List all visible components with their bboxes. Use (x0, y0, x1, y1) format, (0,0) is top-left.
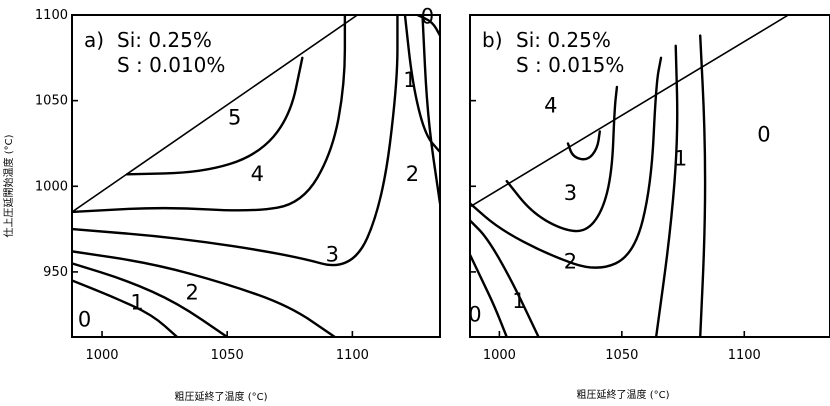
panel-a-contour-4 (72, 262, 229, 337)
panel-a-contour-6 (421, 15, 440, 205)
panel-a-contour-8 (416, 15, 440, 37)
panel-b-contour-4 (470, 253, 508, 337)
panel-a-y-tick-label-2: 1050 (35, 94, 68, 109)
panel-a-y-tick-label-3: 1100 (35, 8, 68, 23)
panel-b-contour-label-5: 1 (674, 147, 687, 171)
panel-b-contour-2 (470, 56, 663, 269)
panel-b-contour-5 (654, 44, 679, 337)
panel-a-contour-label-5: 0 (78, 308, 91, 332)
panel-b-contour-6 (699, 34, 707, 337)
panel-b-boundary-line (470, 15, 789, 208)
panel-b-x-tick-label-1: 1050 (605, 348, 638, 363)
panel-b-contour-label-3: 1 (512, 289, 525, 313)
panel-a-contour-0 (125, 56, 304, 176)
panel-a-contour-2 (72, 15, 399, 267)
panel-a-x-tick-label-0: 1000 (85, 348, 118, 363)
panel-b-contour-label-6: 0 (757, 123, 770, 147)
panel-b-contour-label-4: 0 (468, 303, 481, 327)
panel-b-contour-1 (505, 85, 619, 233)
panel-b-x-tick-label-0: 1000 (483, 348, 516, 363)
panel-a-contour-1 (72, 15, 347, 214)
panel-a-contour-label-0: 5 (228, 106, 241, 130)
panel-b-contour-label-1: 3 (564, 181, 577, 205)
panel-a-contour-label-6: 2 (406, 162, 419, 186)
panel-a-title-line-1: Si: 0.25% (117, 28, 212, 52)
panel-a-contour-label-8: 0 (421, 5, 434, 29)
panel-a-x-tick-label-1: 1050 (211, 348, 244, 363)
panel-a-x-tick-label-2: 1100 (336, 348, 369, 363)
panel-a-contour-label-1: 4 (251, 162, 264, 186)
panel-b-title-line-2: S : 0.015% (516, 53, 624, 77)
panel-a-contour-3 (72, 250, 337, 337)
panel-a-y-tick-label-1: 1000 (35, 179, 68, 194)
panel-a-frame (71, 14, 441, 338)
panel-a-x-axis-title: 粗圧延終了温度 (°C) (175, 390, 268, 403)
panel-a-label: a) (84, 28, 104, 52)
panel-a-contour-7 (403, 15, 440, 154)
panel-b-contour-label-0: 4 (544, 94, 557, 118)
panel-a-contour-label-3: 2 (185, 280, 198, 304)
panel-a-contour-5 (72, 279, 179, 337)
panel-b-label: b) (482, 28, 503, 52)
panel-b-frame (469, 14, 830, 338)
panel-a-contour-label-7: 1 (403, 68, 416, 92)
panel-a-boundary-line (72, 15, 358, 213)
panel-b-contour-3 (470, 219, 540, 337)
panel-b-x-axis-title: 粗圧延終了温度 (°C) (577, 388, 670, 401)
panel-b-x-tick-label-2: 1100 (728, 348, 761, 363)
panel-a-contour-label-2: 3 (326, 243, 339, 267)
panel-a-title-line-2: S : 0.010% (117, 53, 225, 77)
y-axis-title: 仕上圧延開始温度 (°C) (2, 134, 15, 237)
panel-a-y-tick-label-0: 950 (43, 265, 68, 280)
panel-b-contour-0 (566, 130, 601, 161)
panel-b-title-line-1: Si: 0.25% (516, 28, 611, 52)
panel-b-contour-label-2: 2 (564, 249, 577, 273)
